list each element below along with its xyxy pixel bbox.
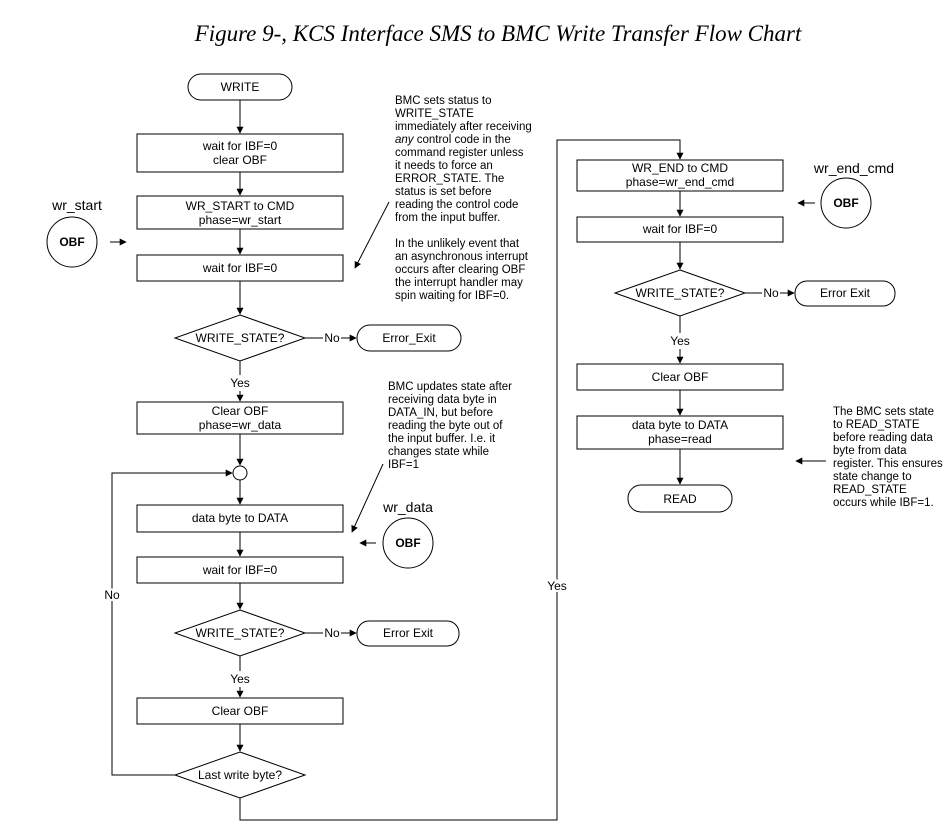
error-exit-1-label: Error_Exit <box>382 331 436 345</box>
obf-interrupt-wr-start <box>46 216 98 268</box>
read-terminator <box>627 484 733 513</box>
obf-label-wr-start: OBF <box>59 235 84 249</box>
note-line: the input buffer. I.e. it <box>388 433 496 445</box>
note-line: to READ_STATE <box>833 419 920 431</box>
clear-obf-1-line1: Clear OBF <box>212 404 269 418</box>
note-line: reading the control code <box>395 199 518 211</box>
note-1-pointer <box>354 201 390 269</box>
note-line: IBF=1 <box>388 459 419 471</box>
note-line: before reading data <box>833 432 933 444</box>
note-line: any control code in the <box>395 134 511 146</box>
data-read-box <box>576 415 784 450</box>
clear-obf-2-label: Clear OBF <box>212 704 269 718</box>
wait-ibf-box-3 <box>576 216 784 243</box>
clear-obf-box-1 <box>136 401 344 435</box>
yes-label-4: Yes <box>670 334 690 348</box>
decision-1-label: WRITE_STATE? <box>196 331 285 345</box>
wr-end-line1: WR_END to CMD <box>632 161 728 175</box>
wait-clear-box <box>136 133 344 173</box>
read-label: READ <box>663 492 697 506</box>
clear-obf-box-2 <box>136 697 344 725</box>
note-line: WRITE_STATE <box>395 108 474 120</box>
clear-obf-1-line2: phase=wr_data <box>199 418 282 432</box>
note-line: DATA_IN, but before <box>388 407 493 419</box>
note-line: state change to <box>833 471 912 483</box>
obf-interrupt-wr-end-cmd <box>820 177 872 229</box>
note-line: spin waiting for IBF=0. <box>395 290 509 302</box>
note-line: from the input buffer. <box>395 212 500 224</box>
error-exit-2 <box>356 620 460 647</box>
data-read-line2: phase=read <box>648 432 712 446</box>
wr-end-cmd-interrupt-name: wr_end_cmd <box>813 160 894 176</box>
note-line: status is set before <box>395 186 492 198</box>
clear-obf-3-label: Clear OBF <box>652 370 709 384</box>
clear-obf-box-3 <box>576 363 784 391</box>
decision-3-label: WRITE_STATE? <box>636 286 725 300</box>
note-line <box>395 225 398 237</box>
obf-label-wr-end-cmd: OBF <box>833 196 858 210</box>
note-line: In the unlikely event that <box>395 238 520 250</box>
note-line: The BMC sets state <box>833 406 934 418</box>
note-line: byte from data <box>833 445 907 457</box>
note-line: the interrupt handler may <box>395 277 523 289</box>
error-exit-3-label: Error Exit <box>820 286 871 300</box>
no-label-3: No <box>763 286 779 300</box>
note-line: changes state while <box>388 446 489 458</box>
data-byte-box <box>136 504 344 533</box>
error-exit-1 <box>356 324 462 352</box>
note-2-pointer <box>351 463 384 533</box>
yes-label-2: Yes <box>230 672 250 686</box>
figure-title: Figure 9-, KCS Interface SMS to BMC Writ… <box>194 21 802 46</box>
no-label-2: No <box>324 626 340 640</box>
write-label: WRITE <box>221 80 260 94</box>
note-line: BMC sets status to <box>395 95 492 107</box>
note-line: READ_STATE <box>833 484 907 496</box>
wr-data-interrupt-name: wr_data <box>382 499 433 515</box>
wait-ibf-label-3: wait for IBF=0 <box>642 222 718 236</box>
note-line: it needs to force an <box>395 160 493 172</box>
note-line: immediately after receiving <box>395 121 532 133</box>
error-exit-2-label: Error Exit <box>383 626 434 640</box>
wr-start-interrupt-name: wr_start <box>51 197 102 213</box>
obf-interrupt-wr-data <box>382 517 434 569</box>
decision-last-label: Last write byte? <box>198 768 282 782</box>
note-line: occurs after clearing OBF <box>395 264 525 276</box>
wr-start-line2: phase=wr_start <box>199 213 282 227</box>
loop-junction <box>232 465 248 481</box>
note-line: occurs while IBF=1. <box>833 497 934 509</box>
wr-end-box <box>576 159 784 192</box>
wr-end-line2: phase=wr_end_cmd <box>626 175 734 189</box>
decision-2-label: WRITE_STATE? <box>196 626 285 640</box>
no-label-loop: No <box>104 588 120 602</box>
error-exit-3 <box>794 280 896 307</box>
data-read-line1: data byte to DATA <box>632 418 728 432</box>
obf-label-wr-data: OBF <box>395 536 420 550</box>
no-loop-connector <box>111 469 233 776</box>
yes-label-1: Yes <box>230 376 250 390</box>
wait-ibf-label-1: wait for IBF=0 <box>202 261 278 275</box>
yes-label-3: Yes <box>547 579 567 593</box>
no-label-1: No <box>324 331 340 345</box>
note-line: command register unless <box>395 147 524 159</box>
note-line: receiving data byte in <box>388 394 497 406</box>
note-line: BMC updates state after <box>388 381 512 393</box>
wait-clear-line1: wait for IBF=0 <box>202 139 278 153</box>
data-byte-label: data byte to DATA <box>192 511 288 525</box>
note-line: register. This ensures <box>833 458 943 470</box>
wait-clear-line2: clear OBF <box>213 153 267 167</box>
wait-ibf-box-2 <box>136 556 344 584</box>
wr-start-line1: WR_START to CMD <box>186 199 295 213</box>
yes-path-connector <box>239 139 684 821</box>
wait-ibf-box-1 <box>136 254 344 282</box>
note-line: an asynchronous interrupt <box>395 251 529 263</box>
note-line: reading the byte out of <box>388 420 503 432</box>
wait-ibf-label-2: wait for IBF=0 <box>202 563 278 577</box>
note-line: ERROR_STATE. The <box>395 173 504 185</box>
